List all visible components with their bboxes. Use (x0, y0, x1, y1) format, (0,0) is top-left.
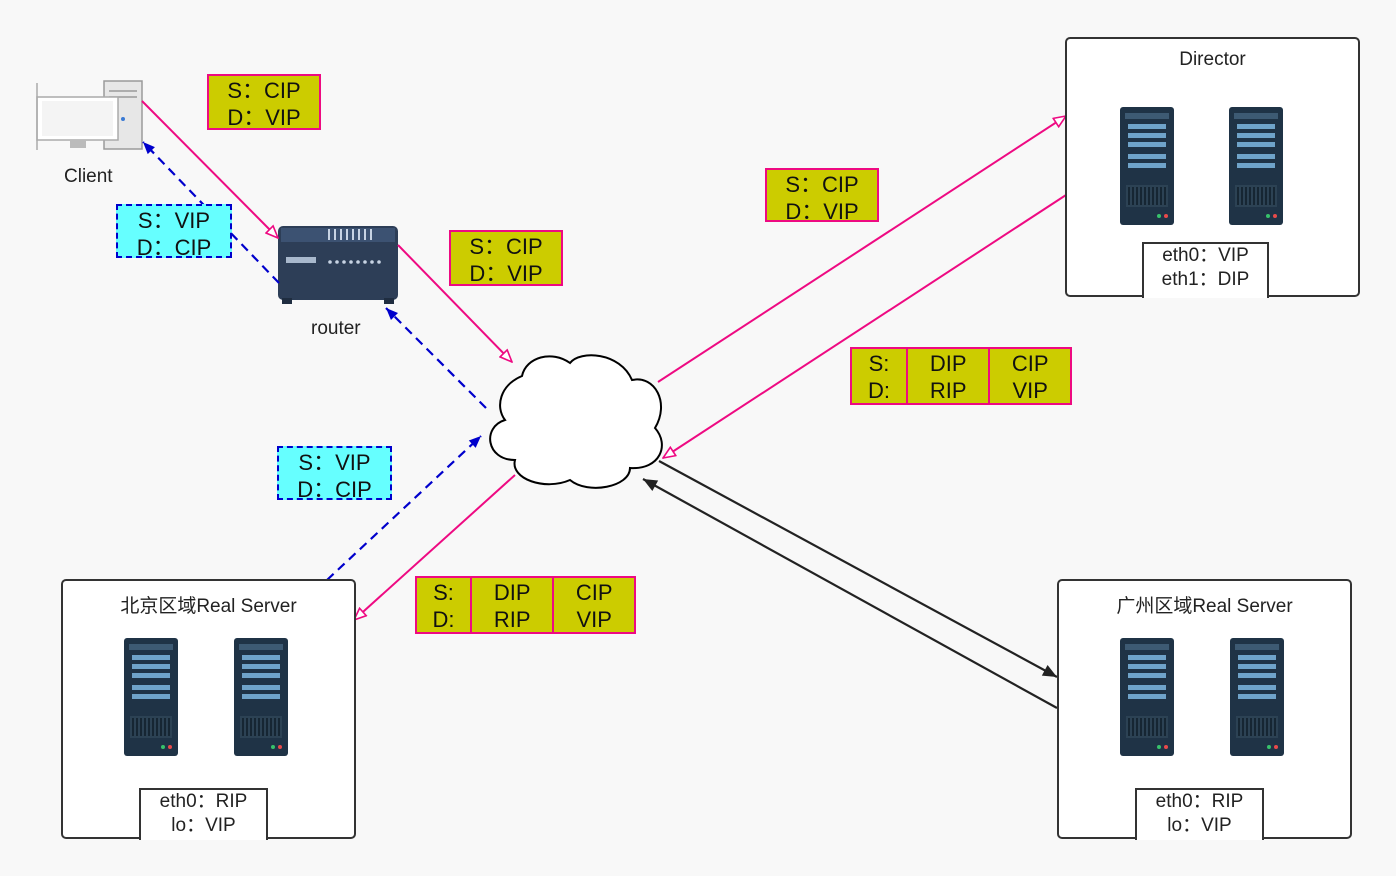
response-rs-to-cloud (326, 435, 482, 581)
director-title: Director (1179, 49, 1246, 70)
field-label-src: S: (433, 580, 454, 605)
rs-guangzhou-title: 广州区域Real Server (1116, 596, 1293, 617)
packet-dst: D：CIP (297, 477, 372, 502)
tunnel-packet-field-labels: S: D: (852, 349, 906, 403)
packet-dst: D：VIP (469, 261, 543, 286)
outer-dst: RIP (929, 378, 967, 403)
interface-eth0: eth0：VIP (1162, 245, 1249, 266)
inner-dst: VIP (1012, 378, 1048, 403)
tunnel-packet-director-to-cloud: S: D: DIP RIP CIP VIP (850, 347, 1072, 405)
inner-src: CIP (1011, 351, 1049, 376)
server-rack-icon (1120, 107, 1175, 226)
packet-cloud-to-director: S：CIP D：VIP (765, 168, 879, 224)
request-cloud-to-director (657, 116, 1066, 383)
packet-src: S：CIP (227, 78, 301, 103)
director-box: Director eth0：VIP eth1：DIP (1065, 37, 1360, 298)
server-rack-icon (1120, 638, 1175, 757)
router-label: router (311, 318, 361, 339)
interface-eth1: eth1：DIP (1161, 269, 1250, 290)
packet-router-to-client: S：VIP D：CIP (116, 204, 232, 260)
outer-src: DIP (493, 580, 531, 605)
client-label: Client (64, 166, 113, 187)
desktop-computer-icon (36, 80, 143, 150)
packet-router-to-cloud: S：CIP D：VIP (449, 230, 563, 286)
server-rack-icon (1229, 107, 1284, 226)
link-cloud-to-rs-guangzhou (658, 460, 1058, 678)
field-label-dst: D: (432, 607, 455, 632)
request-client-to-router (141, 100, 278, 238)
interface-eth0: eth0：RIP (159, 791, 248, 812)
rs-beijing-title: 北京区域Real Server (120, 596, 297, 617)
tunnel-packet-field-labels: S: D: (417, 578, 470, 632)
tunnel-packet-outer-header: DIP RIP (905, 349, 989, 403)
rs-guangzhou-box: 广州区域Real Server eth0：RIP lo：VIP (1057, 579, 1352, 840)
packet-src: S：VIP (298, 450, 371, 475)
outer-src: DIP (929, 351, 967, 376)
interface-lo: lo：VIP (1167, 815, 1232, 836)
response-cloud-to-router (385, 307, 487, 409)
tunnel-director-to-cloud (663, 194, 1067, 458)
packet-src: S：CIP (785, 172, 859, 197)
packet-src: S：VIP (137, 208, 211, 233)
inner-src: CIP (575, 580, 613, 605)
inner-dst: VIP (576, 607, 612, 632)
field-label-src: S: (868, 351, 890, 376)
request-router-to-cloud (397, 244, 512, 362)
packet-dst: D：VIP (227, 105, 301, 130)
field-label-dst: D: (867, 378, 890, 403)
server-rack-icon (234, 638, 289, 757)
server-rack-icon (1230, 638, 1285, 757)
tunnel-packet-outer-header: DIP RIP (470, 578, 552, 632)
outer-dst: RIP (493, 607, 531, 632)
packet-client-to-router: S：CIP D：VIP (207, 74, 321, 130)
rs-guangzhou-interfaces: eth0：RIP lo：VIP (1135, 788, 1264, 840)
tunnel-packet-cloud-to-rs-beijing: S: D: DIP RIP CIP VIP (415, 576, 636, 634)
packet-src: S：CIP (469, 234, 543, 259)
router-icon (278, 226, 398, 304)
packet-dst: D：VIP (785, 199, 859, 224)
rs-beijing-box: 北京区域Real Server eth0：RIP lo：VIP (61, 579, 356, 840)
cloud-icon (489, 354, 663, 489)
server-rack-icon (124, 638, 179, 757)
packet-dst: D：CIP (136, 235, 212, 260)
director-interfaces: eth0：VIP eth1：DIP (1142, 242, 1269, 298)
packet-rs-to-cloud: S：VIP D：CIP (277, 446, 392, 502)
tunnel-packet-inner-header: CIP VIP (552, 578, 634, 632)
interface-eth0: eth0：RIP (1155, 791, 1244, 812)
link-rs-guangzhou-to-cloud (642, 478, 1058, 709)
tunnel-cloud-to-rs-beijing (354, 474, 516, 620)
rs-beijing-interfaces: eth0：RIP lo：VIP (139, 788, 268, 840)
tunnel-packet-inner-header: CIP VIP (988, 349, 1070, 403)
interface-lo: lo：VIP (171, 815, 236, 836)
